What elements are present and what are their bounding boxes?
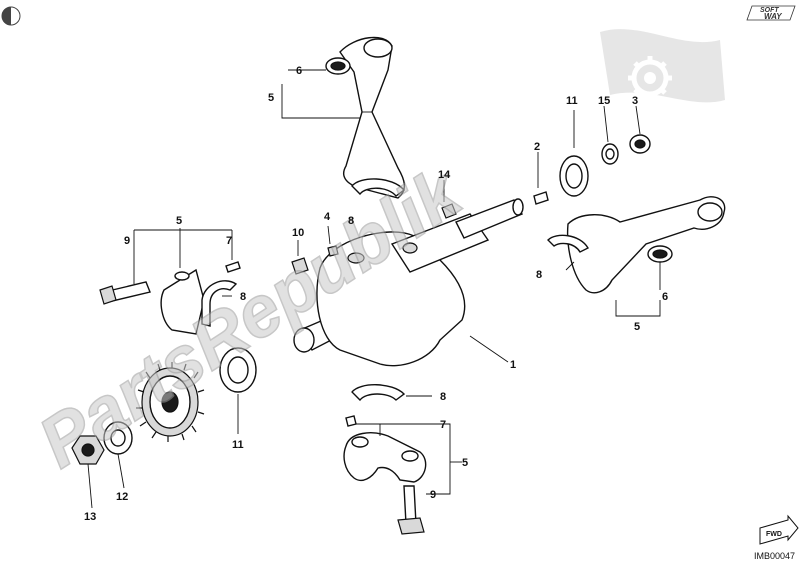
connecting-rod-right	[566, 196, 726, 294]
fwd-arrow-icon: FWD	[759, 514, 799, 545]
callout-4: 4	[324, 211, 331, 223]
callout-5-left: 5	[176, 215, 182, 227]
callout-7-lower: 7	[440, 419, 446, 431]
bearing-shell-lower	[351, 384, 406, 402]
plug-10	[291, 257, 309, 275]
image-code: IMB00047	[754, 551, 795, 561]
timing-gear	[136, 362, 205, 442]
callout-8-top: 8	[348, 215, 354, 227]
plug-14	[441, 203, 457, 219]
callout-6-right: 6	[662, 291, 668, 303]
bearing-shell-right	[547, 234, 589, 253]
bearing-shell-upper	[351, 178, 406, 197]
callout-6-top: 6	[296, 65, 302, 77]
half-circle-icon	[1, 6, 21, 26]
callout-15: 15	[598, 95, 610, 107]
dowel-4	[327, 245, 339, 257]
callout-8-right: 8	[536, 269, 542, 281]
fwd-label: FWD	[766, 531, 782, 538]
callout-10: 10	[292, 227, 304, 239]
connecting-rod-upper	[339, 36, 406, 199]
callout-5-right: 5	[634, 321, 640, 333]
callout-12: 12	[116, 491, 128, 503]
callout-2: 2	[534, 141, 540, 153]
crankshaft	[293, 198, 524, 367]
callout-9-lower: 9	[430, 489, 436, 501]
nut-13	[71, 435, 105, 465]
softway-logo: SOFT WAY	[746, 5, 796, 21]
small-end-bushing-upper	[325, 57, 351, 75]
washer-15	[601, 143, 619, 165]
bushing-3	[629, 134, 651, 154]
callout-3: 3	[632, 95, 638, 107]
callout-11-right: 11	[566, 95, 578, 107]
callout-5-top: 5	[268, 92, 274, 104]
logo-top-text: SOFT	[760, 7, 779, 14]
bolt-9-lower	[397, 485, 425, 535]
logo-bottom-text: WAY	[764, 12, 782, 21]
thrust-washer-right	[559, 155, 589, 197]
callout-8-lower: 8	[440, 391, 446, 403]
callout-9-left: 9	[124, 235, 130, 247]
callout-11-left: 11	[232, 439, 244, 451]
callout-1: 1	[510, 359, 516, 371]
bolt-9-left	[99, 281, 151, 305]
callouts: 6 5 11 15 3 2 14 8 4 10 5 9 7 8 8 6 5 1 …	[84, 65, 668, 523]
pin-7-lower	[345, 415, 357, 427]
callout-5-lower: 5	[462, 457, 468, 469]
callout-13: 13	[84, 511, 96, 523]
bearing-shell-left	[201, 280, 238, 327]
gear-watermark-icon	[600, 29, 725, 103]
small-end-bushing-right	[647, 245, 673, 263]
pin-2	[533, 191, 549, 205]
callout-8-left: 8	[240, 291, 246, 303]
bearing-cap-lower	[343, 432, 427, 483]
pin-7-left	[225, 261, 241, 273]
thrust-washer-left	[219, 347, 257, 393]
callout-14: 14	[438, 169, 451, 181]
leader-lines	[87, 69, 661, 509]
callout-7-left: 7	[226, 235, 232, 247]
